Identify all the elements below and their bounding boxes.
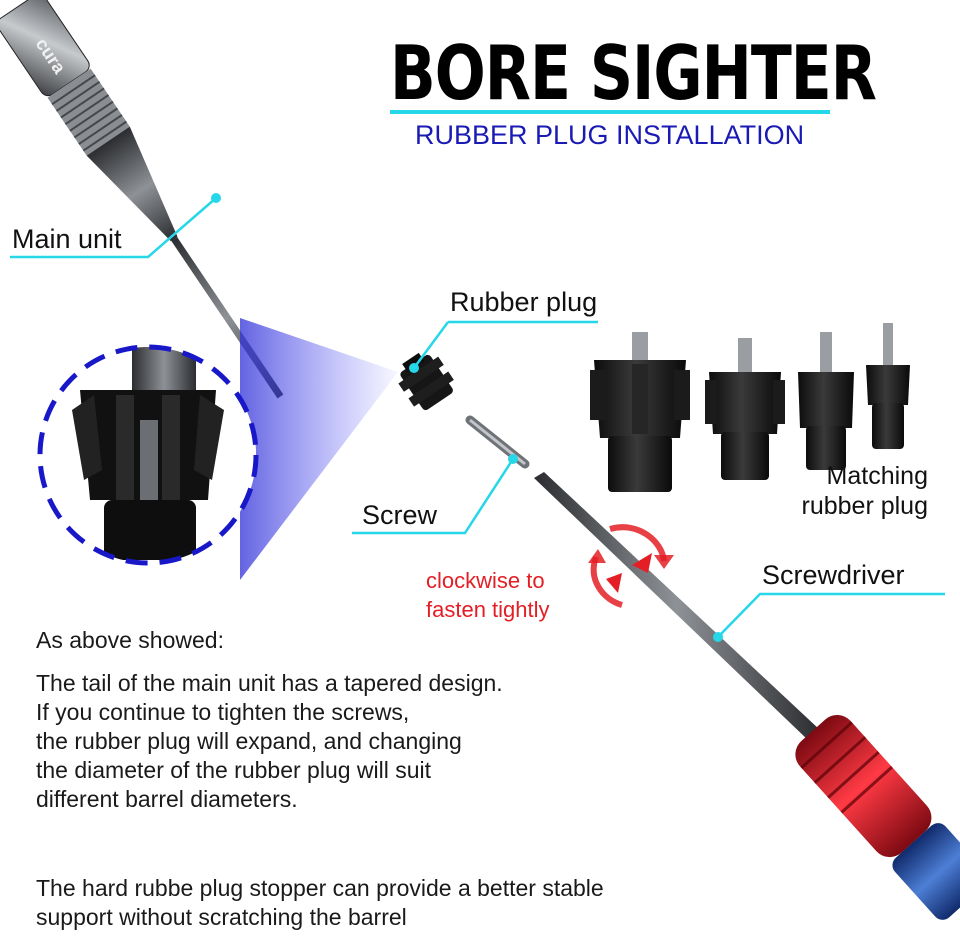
leader-dots: [211, 193, 723, 642]
footer-line: support without scratching the barrel: [36, 904, 407, 930]
leader-lines: [10, 197, 945, 638]
label-main-unit: Main unit: [12, 224, 122, 254]
clockwise-note: clockwise to fasten tightly: [426, 566, 550, 624]
rotate-arrows-icon: [588, 524, 674, 608]
clockwise-line-2: fasten tightly: [426, 597, 550, 622]
description-body: The tail of the main unit has a tapered …: [36, 669, 503, 814]
description-line: the diameter of the rubber plug will sui…: [36, 757, 432, 783]
label-screw: Screw: [362, 500, 438, 530]
rubber-plug-small: [398, 352, 454, 411]
label-screwdriver: Screwdriver: [762, 560, 905, 590]
label-rubber-plug: Rubber plug: [450, 287, 598, 317]
label-matching-rubber-plug: Matching rubber plug: [802, 461, 928, 521]
matching-line-2: rubber plug: [801, 492, 928, 520]
page-subtitle: RUBBER PLUG INSTALLATION: [415, 120, 805, 150]
description-line: The tail of the main unit has a tapered …: [36, 670, 503, 696]
magnify-beam: [240, 318, 398, 580]
description-line: the rubber plug will expand, and changin…: [36, 728, 462, 754]
rubber-plug-closeup: [37, 344, 259, 566]
page-title: BORE SIGHTER: [390, 30, 877, 118]
description-line: If you continue to tighten the screws,: [36, 699, 410, 725]
footer-line: The hard rubbe plug stopper can provide …: [36, 875, 604, 901]
matching-line-1: Matching: [826, 462, 928, 490]
description-line: different barrel diameters.: [36, 786, 298, 812]
clockwise-line-1: clockwise to: [426, 568, 545, 593]
description-footer: The hard rubbe plug stopper can provide …: [36, 874, 604, 932]
description-intro: As above showed:: [36, 627, 224, 653]
matching-rubber-plugs: [590, 323, 910, 492]
screwdriver-illustration: [534, 472, 960, 920]
